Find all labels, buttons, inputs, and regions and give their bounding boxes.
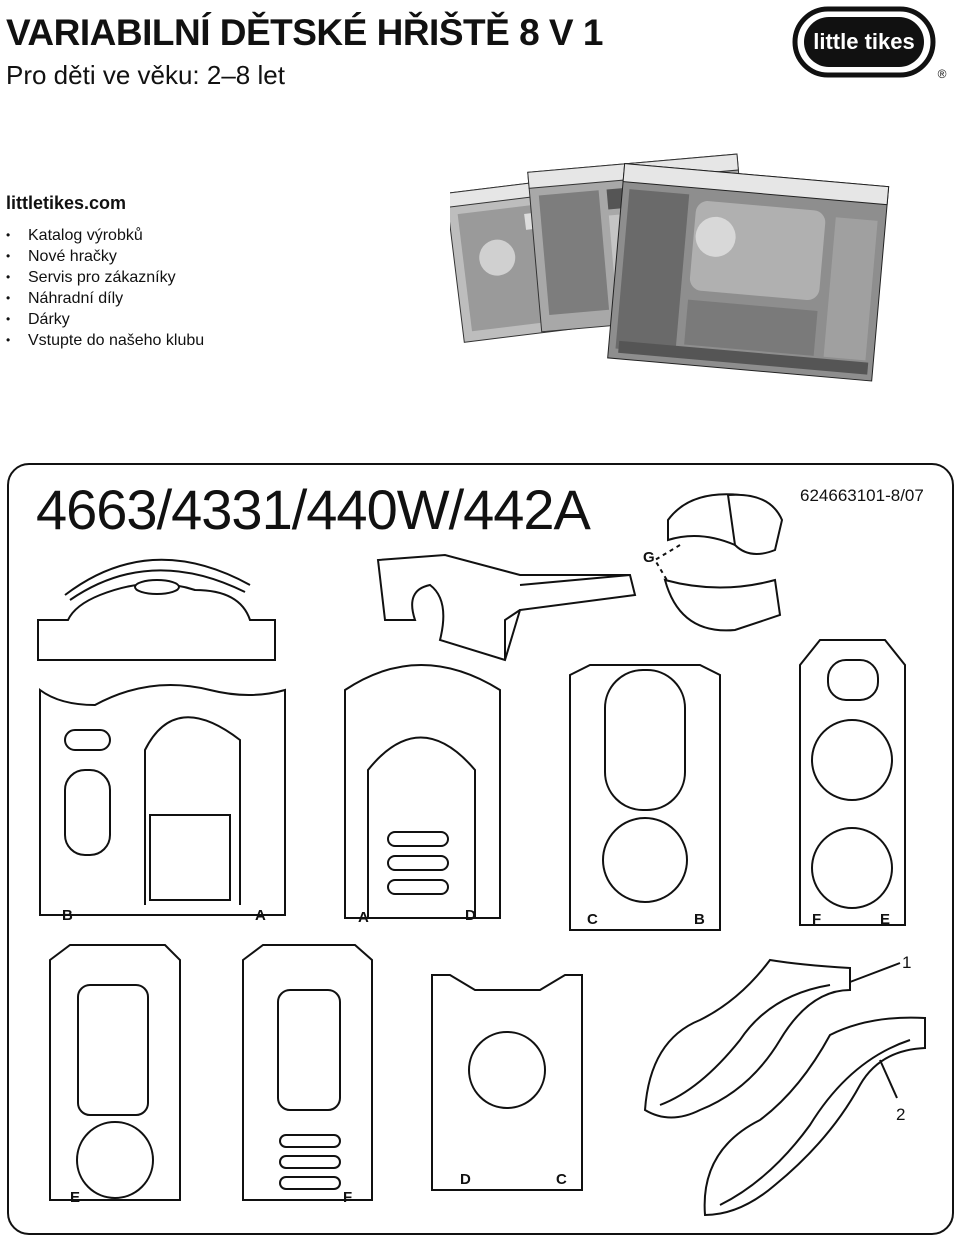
roof-arch-drawing <box>37 558 276 661</box>
part-g-drawing <box>653 493 784 632</box>
part-label-f1: F <box>812 911 821 928</box>
bullet-icon: • <box>6 291 11 305</box>
panel-f-drawing <box>242 944 373 1201</box>
slide-1-drawing <box>643 958 901 1119</box>
bullet-icon: • <box>6 333 11 347</box>
bullet-icon: • <box>6 249 11 263</box>
panel-ba-drawing <box>39 684 286 916</box>
part-label-e2: E <box>70 1189 80 1206</box>
part-label-c1: C <box>587 911 598 928</box>
panel-cb-drawing <box>569 664 721 931</box>
deck-drawing <box>376 553 637 662</box>
part-label-e1: E <box>880 911 890 928</box>
part-label-d1: D <box>465 907 476 924</box>
age-range-subtitle: Pro děti ve věku: 2–8 let <box>6 60 285 90</box>
panel-e-drawing <box>49 944 181 1201</box>
list-item: •Dárky <box>6 311 70 328</box>
part-label-b1: B <box>62 907 73 924</box>
website-links-list: •Katalog výrobků •Nové hračky •Servis pr… <box>6 225 204 351</box>
website-screenshots-image <box>450 153 890 382</box>
bullet-icon: • <box>6 312 11 326</box>
model-numbers: 4663/4331/440W/442A <box>36 478 591 541</box>
part-label-b2: B <box>694 911 705 928</box>
list-item: •Servis pro zákazníky <box>6 269 176 286</box>
little-tikes-logo: little tikes ® <box>792 6 947 80</box>
parts-panel <box>7 463 954 1235</box>
slide-label-2: 2 <box>896 1105 905 1124</box>
list-item: •Náhradní díly <box>6 290 124 307</box>
bullet-icon: • <box>6 270 11 284</box>
bullet-icon: • <box>6 228 11 242</box>
document-number: 624663101-8/07 <box>800 486 924 505</box>
part-label-d2: D <box>460 1171 471 1188</box>
part-label-c2: C <box>556 1171 567 1188</box>
page-title: VARIABILNÍ DĚTSKÉ HŘIŠTĚ 8 V 1 <box>6 12 603 53</box>
logo-text: little tikes <box>813 29 914 54</box>
panel-dc-drawing <box>431 974 583 1191</box>
panel-ad-drawing <box>344 664 501 919</box>
part-label-g: G <box>643 549 655 566</box>
panel-fe-drawing <box>799 639 906 926</box>
list-item: •Katalog výrobků <box>6 227 143 244</box>
part-label-a1: A <box>255 907 266 924</box>
list-item: •Vstupte do našeho klubu <box>6 332 205 349</box>
slide-label-1: 1 <box>902 953 911 972</box>
website-url[interactable]: littletikes.com <box>6 193 127 213</box>
registered-mark: ® <box>938 67 947 80</box>
part-label-f2: F <box>343 1189 352 1206</box>
part-label-a2: A <box>358 909 369 926</box>
slide-2-drawing <box>703 1016 926 1217</box>
list-item: •Nové hračky <box>6 248 117 265</box>
